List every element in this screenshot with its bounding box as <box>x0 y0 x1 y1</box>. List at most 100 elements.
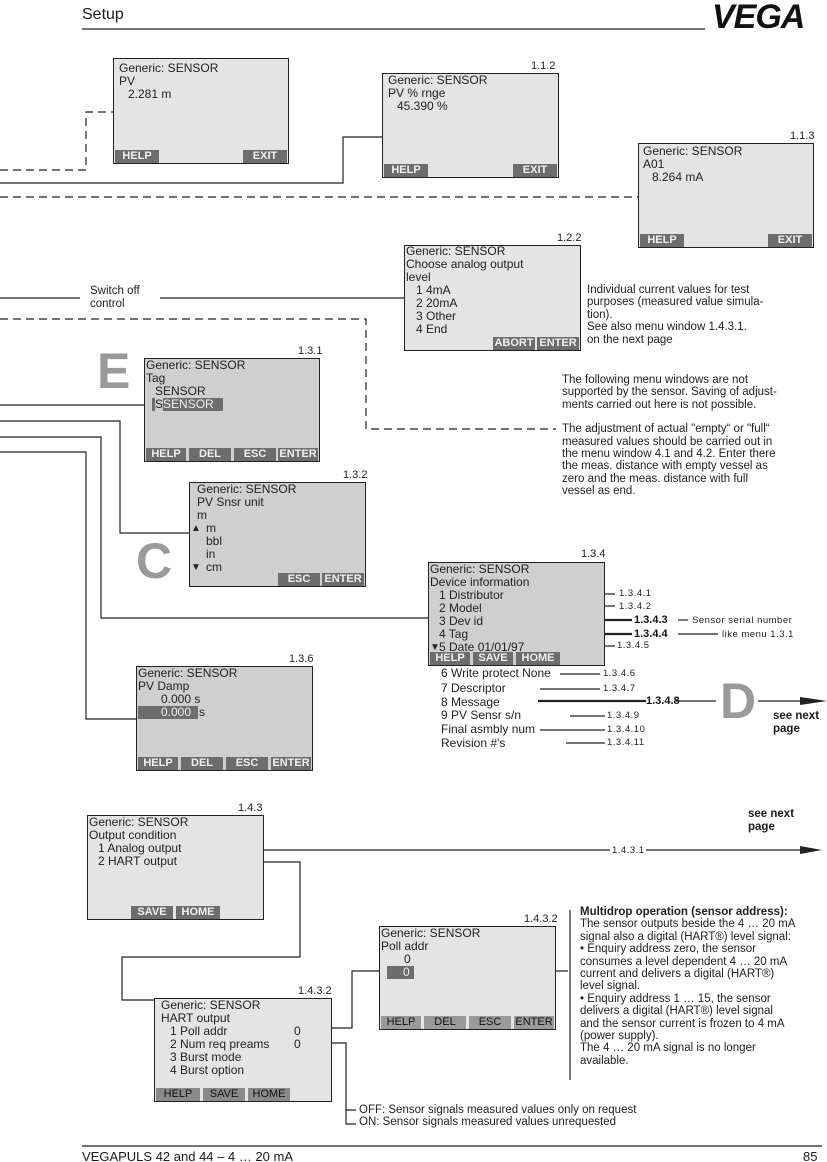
softkey-enter[interactable]: ENTER <box>514 1016 554 1029</box>
page-number: 85 <box>803 1149 818 1162</box>
softkey-save[interactable]: SAVE <box>131 906 173 919</box>
softkey-exit[interactable]: EXIT <box>768 234 812 247</box>
description-line: • Enquiry address zero, the sensor <box>580 943 756 956</box>
vega-logo: VEGA <box>712 0 805 36</box>
unit-option[interactable]: cm <box>206 560 222 574</box>
softkey-help[interactable]: HELP <box>381 1016 421 1029</box>
device-info-item[interactable]: 1 Distributor <box>439 588 504 602</box>
hart-option[interactable]: 2 Num req preams <box>170 1037 270 1051</box>
screen-line: Generic: SENSOR <box>146 358 246 372</box>
softkey-save[interactable]: SAVE <box>203 1088 245 1101</box>
label-line: Switch off <box>90 285 140 297</box>
ref-1-3-4-3: 1.3.4.3 <box>634 614 668 626</box>
screen-line: Generic: SENSOR <box>161 998 261 1012</box>
see-next-page-label: see next page <box>773 710 819 736</box>
device-info-item[interactable]: 3 Dev id <box>439 614 484 628</box>
edit-value: SENSOR <box>163 397 214 411</box>
menu-number: 1.1.2 <box>531 60 556 72</box>
softkey-exit[interactable]: EXIT <box>243 150 287 163</box>
softkey-help[interactable]: HELP <box>138 757 178 770</box>
device-info-item[interactable]: 5 Date 01/01/97 <box>439 640 525 654</box>
screen-hart-output: Generic: SENSOR HART output 1 Poll addr … <box>154 998 332 1102</box>
screen-1-1-3: Generic: SENSOR A01 8.264 mA HELP EXIT <box>638 143 814 248</box>
device-info-item[interactable]: 4 Tag <box>439 627 469 641</box>
scroll-down-icon[interactable]: ▼ <box>430 642 440 653</box>
poll-addr-edit-field[interactable]: 0 <box>387 966 414 979</box>
note-line: measured values should be carried out in <box>562 435 773 448</box>
screen-line: Generic: SENSOR <box>388 73 488 87</box>
screen-1-3-2: Generic: SENSOR PV Snsr unit m ▲ m bbl i… <box>189 482 366 587</box>
softkey-esc[interactable]: ESC <box>278 573 320 586</box>
note-line: OFF: Sensor signals measured values only… <box>359 1104 637 1116</box>
unit-option[interactable]: bbl <box>206 534 223 548</box>
softkey-help[interactable]: HELP <box>430 652 470 665</box>
softkey-home[interactable]: HOME <box>516 652 560 665</box>
softkey-esc[interactable]: ESC <box>469 1016 511 1029</box>
softkey-exit[interactable]: EXIT <box>513 164 557 177</box>
note-line: The following menu windows are not <box>562 374 749 386</box>
screen-value: 45.390 % <box>397 99 448 113</box>
softkey-home[interactable]: HOME <box>176 906 220 919</box>
option-item[interactable]: 2 20mA <box>416 296 458 310</box>
edit-cursor: S <box>155 397 164 411</box>
softkey-help[interactable]: HELP <box>146 448 186 461</box>
screen-value: 0 <box>404 952 411 966</box>
softkey-help[interactable]: HELP <box>156 1088 200 1101</box>
more-item: Final asmbly num <box>441 722 536 736</box>
description-line: current and delivers a digital (HART®) <box>580 968 775 981</box>
menu-number: 1.4.3.2 <box>524 913 558 925</box>
see-next-page-label: see next page <box>748 808 794 834</box>
scroll-down-icon[interactable]: ▼ <box>191 562 201 573</box>
softkey-home[interactable]: HOME <box>248 1088 290 1101</box>
note-line: See also menu window 1.4.3.1. <box>587 321 747 334</box>
softkey-help[interactable]: HELP <box>115 150 159 163</box>
hart-option[interactable]: 3 Burst mode <box>170 1050 242 1064</box>
note-line <box>562 411 824 423</box>
ref-1-3-4-11: 1.3.4.11 <box>607 737 645 748</box>
screen-line: Generic: SENSOR <box>406 244 506 258</box>
screen-line: Tag <box>146 371 166 385</box>
softkey-del[interactable]: DEL <box>424 1016 466 1029</box>
more-item: 9 PV Sensr s/n <box>441 708 522 722</box>
option-item[interactable]: 1 4mA <box>416 283 451 297</box>
letter-d-marker: D <box>720 673 757 729</box>
screen-line: Device information <box>430 575 530 589</box>
option-item[interactable]: 4 End <box>416 322 448 336</box>
tag-edit-field[interactable]: SSENSOR <box>152 397 223 411</box>
softkey-enter[interactable]: ENTER <box>537 337 579 350</box>
damp-edit-field[interactable]: 0.000 <box>138 706 198 719</box>
menu-number: 1.3.2 <box>343 469 368 481</box>
softkey-enter[interactable]: ENTER <box>322 573 364 586</box>
softkey-abort[interactable]: ABORT <box>493 337 535 350</box>
softkey-del[interactable]: DEL <box>181 757 223 770</box>
unit-option[interactable]: in <box>206 547 216 561</box>
softkey-help[interactable]: HELP <box>640 234 684 247</box>
output-option[interactable]: 1 Analog output <box>98 841 182 855</box>
scroll-up-icon[interactable]: ▲ <box>191 523 201 534</box>
ref-1-3-4-6: 1.3.4.6 <box>603 668 636 679</box>
softkey-esc[interactable]: ESC <box>234 448 276 461</box>
screen-line: PV <box>119 74 136 88</box>
softkey-save[interactable]: SAVE <box>473 652 513 665</box>
softkey-esc[interactable]: ESC <box>226 757 268 770</box>
hart-option[interactable]: 1 Poll addr <box>170 1024 228 1038</box>
option-item[interactable]: 3 Other <box>416 309 457 323</box>
softkey-enter[interactable]: ENTER <box>278 448 318 461</box>
edit-value: 0.000 <box>161 705 192 719</box>
unit-option[interactable]: m <box>206 521 216 535</box>
softkey-del[interactable]: DEL <box>189 448 231 461</box>
menu-number: 1.3.6 <box>289 653 314 665</box>
screen-1-3-1: Generic: SENSOR Tag SENSOR SSENSOR HELP … <box>144 358 320 462</box>
device-info-item[interactable]: 2 Model <box>439 601 482 615</box>
screen-line: PV Snsr unit <box>197 495 264 509</box>
softkey-help[interactable]: HELP <box>384 164 428 177</box>
screen-line: Output condition <box>89 828 177 842</box>
softkey-enter[interactable]: ENTER <box>271 757 311 770</box>
letter-e-marker: E <box>97 343 131 399</box>
output-option[interactable]: 2 HART output <box>98 854 177 868</box>
note-line: the meas. distance with empty vessel as <box>562 460 768 473</box>
description-line: delivers a digital (HART®) level signal <box>580 1005 773 1018</box>
hart-option[interactable]: 4 Burst option <box>170 1063 245 1077</box>
screen-line: Poll addr <box>381 939 429 953</box>
